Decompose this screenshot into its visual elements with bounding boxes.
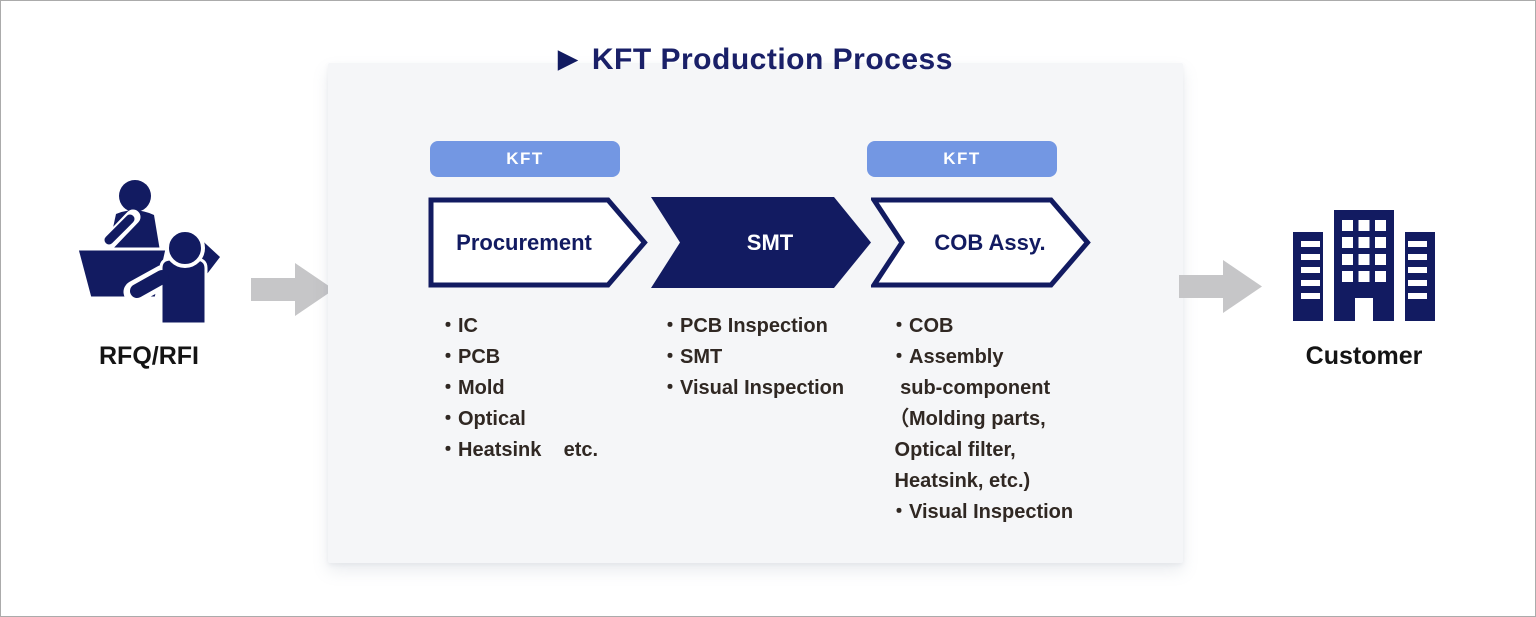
step-cob-assy-label: COB Assy. — [934, 229, 1046, 255]
kft-badge-cob: KFT — [867, 141, 1057, 177]
flow-arrow-left-icon — [251, 263, 334, 316]
list-line: ・Heatsink etc. — [438, 439, 599, 461]
list-line: ・Visual Inspection — [889, 501, 1074, 523]
triangle-marker-icon: ▶ — [558, 45, 578, 73]
list-line: ・SMT — [660, 346, 723, 368]
chevron-outline-shape — [871, 197, 1091, 288]
list-line: ・Visual Inspection — [660, 377, 845, 399]
chevron-outline-shape — [428, 197, 648, 288]
building-icon — [1293, 210, 1435, 321]
step-smt: SMT — [651, 197, 871, 288]
step-cob-assy: COB Assy. — [871, 197, 1091, 288]
kft-badge-procurement: KFT — [430, 141, 620, 177]
procurement-items-list: ・IC ・PCB ・Mold ・Optical ・Heatsink etc. — [438, 311, 598, 466]
list-line: ・PCB Inspection — [660, 315, 828, 337]
source-label: RFQ/RFI — [99, 342, 199, 370]
list-line: sub-component — [889, 377, 1051, 399]
meeting-icon — [75, 180, 220, 325]
step-procurement: Procurement — [428, 197, 648, 288]
step-smt-label: SMT — [746, 229, 794, 255]
list-line: ・IC — [438, 315, 478, 337]
step-procurement-label: Procurement — [456, 229, 592, 255]
list-line: ・COB — [889, 315, 954, 337]
list-line: ・PCB — [438, 346, 501, 368]
list-line: ・Assembly — [889, 346, 1004, 368]
destination-label: Customer — [1305, 342, 1423, 370]
diagram-title: ▶ KFT Production Process — [328, 43, 1183, 77]
list-line: ・Mold — [438, 377, 505, 399]
cob-assy-items-list: ・COB ・Assembly sub-component （Molding part… — [889, 311, 1073, 528]
list-line: Optical filter, — [889, 439, 1016, 461]
list-line: ・Optical — [438, 408, 526, 430]
chevron-filled-shape — [651, 197, 871, 288]
smt-items-list: ・PCB Inspection ・SMT ・Visual Inspection — [660, 311, 844, 404]
list-line: Heatsink, etc.) — [889, 470, 1031, 492]
flow-arrow-right-icon — [1179, 260, 1262, 313]
diagram-title-text: KFT Production Process — [591, 43, 953, 76]
list-line: （Molding parts, — [889, 408, 1046, 430]
